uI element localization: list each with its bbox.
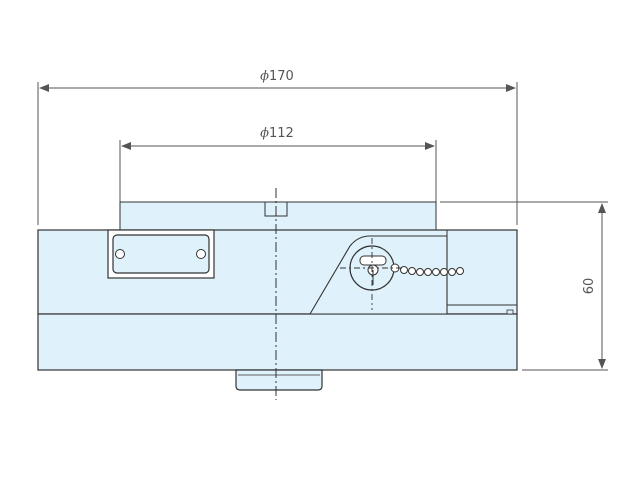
outer-diameter-dimension: ϕ170 xyxy=(37,69,518,225)
chain-link xyxy=(400,266,408,274)
chain-link xyxy=(456,267,464,275)
height-label: 60 xyxy=(582,278,597,295)
chain-link xyxy=(432,268,440,276)
chain-link xyxy=(424,268,432,276)
height-dimension: 60 xyxy=(440,201,608,371)
body-lower-section xyxy=(37,313,518,371)
chain-link xyxy=(408,267,416,275)
chain-link xyxy=(448,268,456,276)
plate-screw-right xyxy=(196,249,206,259)
outer-diameter-label: ϕ170 xyxy=(260,69,294,84)
inner-diameter-label: ϕ112 xyxy=(260,126,294,141)
name-plate xyxy=(107,229,215,279)
small-detail-mark xyxy=(506,309,514,315)
bottom-boss xyxy=(235,369,323,391)
key-head xyxy=(359,255,387,266)
chain-link xyxy=(416,268,424,276)
chain-link xyxy=(440,268,448,276)
plate-face xyxy=(112,234,210,274)
inner-diameter-dimension: ϕ112 xyxy=(119,126,437,225)
plate-screw-left xyxy=(115,249,125,259)
